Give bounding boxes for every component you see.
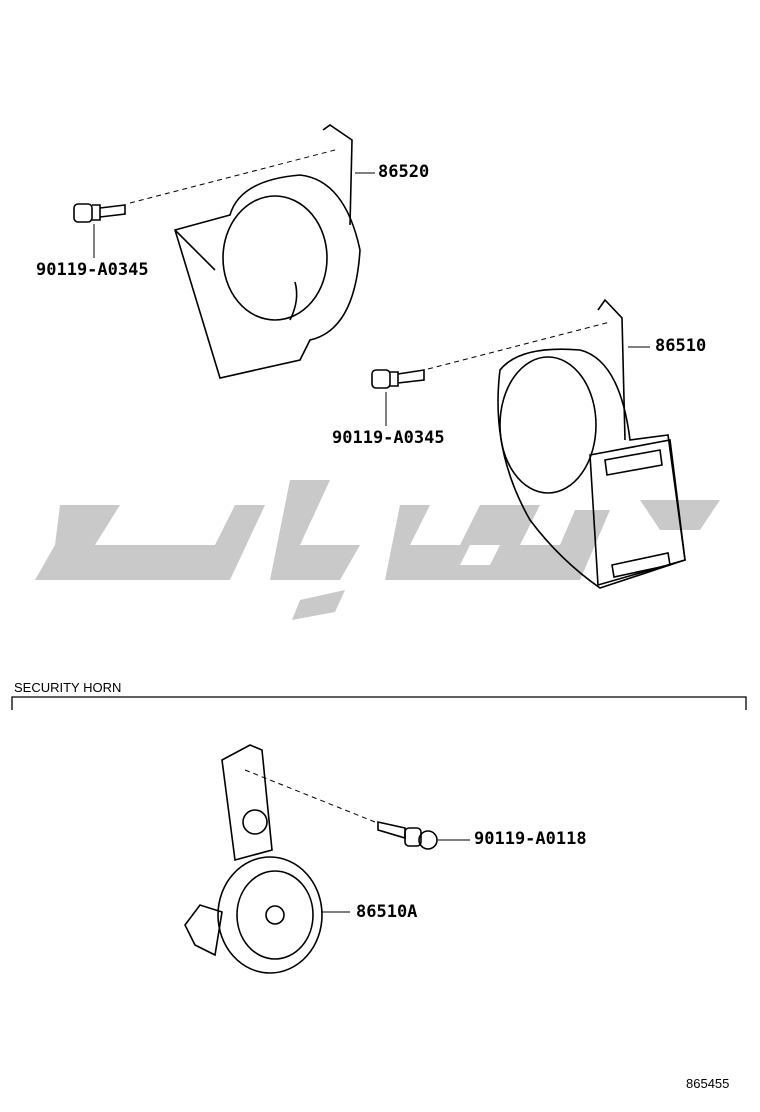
section-bracket: [11, 696, 747, 710]
bolt-90119-A0118: [244, 769, 470, 850]
horn-86520: [173, 124, 361, 379]
watermark-logo: [35, 480, 720, 620]
part-label-bolt-1[interactable]: 90119-A0345: [36, 260, 149, 280]
part-label-86510[interactable]: 86510: [655, 336, 707, 356]
figure-number: 865455: [686, 1076, 730, 1091]
part-label-86510A[interactable]: 86510A: [356, 902, 418, 922]
horn-86510: [497, 298, 686, 589]
part-label-bolt-2[interactable]: 90119-A0345: [332, 428, 445, 448]
section-title: SECURITY HORN: [14, 680, 122, 695]
part-label-86520[interactable]: 86520: [378, 162, 430, 182]
bolt-90119-A0345-1: [73, 149, 336, 258]
bolt-90119-A0345-2: [371, 321, 611, 426]
part-label-security-bolt[interactable]: 90119-A0118: [474, 829, 587, 849]
horn-86510A: [184, 744, 323, 974]
